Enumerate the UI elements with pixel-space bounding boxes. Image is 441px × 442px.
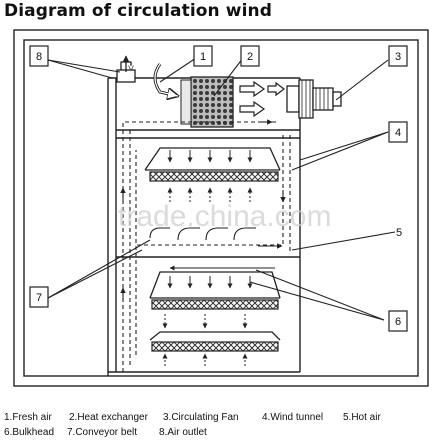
callout-5: 5 — [396, 227, 402, 239]
callout-3: 3 — [395, 51, 401, 63]
legend-heat-exchanger: 2.Heat exchanger — [69, 412, 148, 423]
air-outlet — [116, 55, 136, 83]
down-arrows-mid — [162, 314, 248, 329]
airflow-paths — [122, 121, 291, 372]
legend-air-outlet: 8.Air outlet — [159, 427, 207, 438]
callouts — [47, 57, 396, 321]
heat-flow-arrows — [239, 80, 285, 118]
legend-hot-air: 5.Hot air — [343, 412, 381, 423]
upper-chamber — [144, 147, 281, 171]
legend-conveyor-belt: 7.Conveyor belt — [67, 427, 138, 438]
oven-housing — [107, 77, 301, 376]
outer-casing — [13, 29, 429, 387]
callout-2: 2 — [247, 51, 253, 63]
down-arrows-upper — [167, 150, 253, 163]
conveyor-belt-lower — [151, 341, 279, 352]
heat-exchanger — [190, 76, 234, 128]
return-air-arrows — [149, 227, 283, 249]
callout-7: 7 — [36, 292, 42, 304]
callout-6: 6 — [395, 316, 401, 328]
callout-8: 8 — [36, 51, 42, 63]
legend-bulkhead: 6.Bulkhead — [4, 427, 55, 438]
up-arrows-lower — [162, 353, 248, 366]
legend-wind-tunnel: 4.Wind tunnel — [262, 412, 324, 423]
conveyor-belt-middle — [151, 299, 279, 310]
callout-4: 4 — [395, 127, 401, 139]
diagram-title: Diagram of circulation wind — [4, 1, 272, 21]
circulating-fan — [286, 79, 342, 119]
fresh-air-arrow — [153, 63, 178, 96]
callout-labels: 8 1 2 3 4 5 6 7 — [36, 51, 402, 328]
legend-circulating-fan: 3.Circulating Fan — [163, 412, 239, 423]
conveyor-belt-upper — [149, 171, 279, 182]
legend-fresh-air: 1.Fresh air — [4, 412, 52, 423]
lowest-chamber — [149, 331, 281, 341]
callout-1: 1 — [200, 51, 206, 63]
watermark: trade.china.com — [118, 200, 331, 233]
lower-chamber — [149, 271, 281, 299]
airflow-arrowheads — [120, 119, 286, 300]
callout-boxes — [29, 45, 408, 332]
